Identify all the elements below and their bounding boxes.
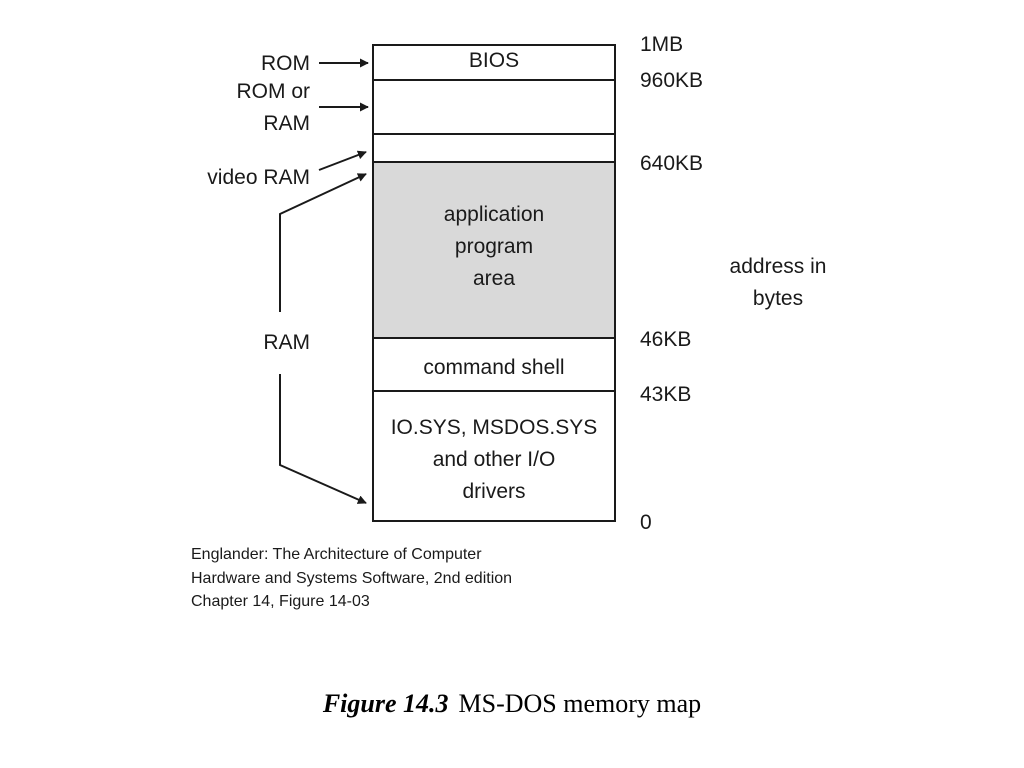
ram-bracket-upper-arrow [279,173,367,312]
ram-bracket-lower-arrow [279,374,367,504]
region-bios [372,44,616,81]
figure-number: Figure 14.3 [322,689,449,718]
rom-or-ram-label-line-1: ROM or [237,80,311,103]
system-label-line-1: IO.SYS, MSDOS.SYS [391,416,598,439]
address-unit-line-1: address in [730,255,827,278]
address-1mb: 1MB [640,33,683,56]
rom-label: ROM [261,52,310,75]
region-video-ram [372,133,616,163]
system-label-line-3: drivers [462,480,525,503]
system-label-line-2: and other I/O [433,448,556,471]
application-label-line-3: area [473,267,515,290]
address-0: 0 [640,511,652,534]
credit-line-2: Hardware and Systems Software, 2nd editi… [191,569,513,587]
figure-caption: Figure 14.3 MS-DOS memory map [0,689,1024,719]
command-shell-label: command shell [423,356,564,379]
application-label-line-1: application [444,203,544,226]
application-label-line-2: program [455,235,533,258]
video-ram-label: video RAM [207,166,310,189]
credit-line-1: Englander: The Architecture of Computer [191,546,482,563]
credit-line-3: Chapter 14, Figure 14-03 [191,593,370,610]
address-960kb: 960KB [640,69,703,92]
video-ram-arrow [318,150,367,171]
source-credit: Englander: The Architecture of Computer … [191,543,512,614]
address-640kb: 640KB [640,152,703,175]
figure-title: MS-DOS memory map [458,689,702,718]
region-application-program-area [372,161,616,339]
region-system-drivers [372,390,616,522]
address-46kb: 46KB [640,328,691,351]
region-rom-or-ram [372,79,616,135]
ram-label: RAM [263,331,310,354]
bios-label: BIOS [469,49,519,72]
rom-or-ram-label-line-2: RAM [263,112,310,135]
address-unit-line-2: bytes [753,287,803,310]
address-43kb: 43KB [640,383,691,406]
